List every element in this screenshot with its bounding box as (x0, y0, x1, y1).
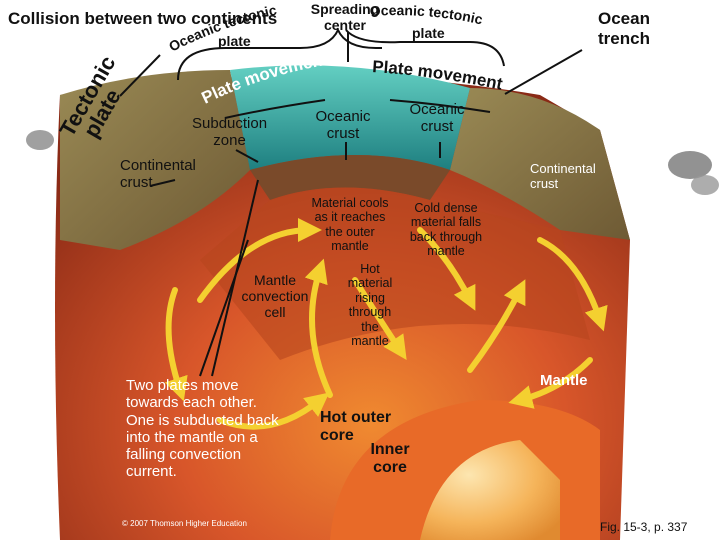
plate-movement-arrow-left (224, 99, 326, 119)
cold-dense-label: Cold dense material falls back through m… (409, 201, 483, 259)
continental-crust-right-label: Continental crust (530, 161, 596, 191)
bracket-left (177, 27, 382, 81)
hot-outer-core-label: Hot outer core (320, 409, 392, 445)
plate-movement-arrow-right (389, 99, 491, 113)
convection-arrows (164, 218, 608, 430)
tectonic-plate-pointer (119, 54, 161, 97)
continental-crust-pointer (149, 179, 176, 187)
bracket-lines (119, 27, 583, 377)
volcano-smoke-icon (668, 151, 712, 179)
oceanic-tectonic-plate-right-label-2: plate (412, 25, 445, 41)
continental-crust-right (450, 88, 630, 240)
oceanic-crust-left-label: Oceanic crust (315, 108, 371, 143)
ocean-trench-label: Ocean trench (598, 9, 650, 48)
subducting-plate (250, 155, 450, 200)
volcano-smoke-left-icon (26, 130, 54, 150)
arrow-right-up (467, 279, 526, 373)
volcano-smoke-icon-2 (691, 175, 719, 195)
continental-crust-left-label: Continental crust (120, 157, 196, 192)
inner-core-label: Inner core (370, 441, 410, 477)
arrow-left-cell (197, 218, 322, 303)
arrow-left-bottom (217, 392, 330, 430)
ocean-water (230, 65, 470, 170)
two-plates-pointer-2 (199, 239, 249, 377)
ocean-trench-pointer (504, 49, 583, 95)
main-title: Collision between two continents (8, 9, 278, 28)
mantle-convection-label: Mantle convection cell (241, 272, 309, 321)
continental-crust-left (60, 70, 250, 250)
arrow-right-down (508, 357, 593, 409)
spreading-center-label: Spreading center (310, 1, 380, 34)
copyright-label: © 2007 Thomson Higher Education (122, 519, 247, 528)
subduction-zone-label: Subduction zone (192, 115, 268, 150)
arrow-mid (352, 277, 407, 360)
oceanic-crust-right-label: Oceanic crust (409, 101, 465, 136)
arrow-left-down (164, 287, 188, 402)
hot-material-label: Hot material rising through the mantle (347, 262, 393, 348)
arrow-fall (417, 227, 476, 311)
mantle-label: Mantle (540, 372, 588, 389)
bracket-right (345, 29, 505, 67)
arrow-center-up (304, 258, 333, 398)
figure-reference: Fig. 15-3, p. 337 (600, 520, 688, 534)
oceanic-tectonic-plate-left-label-2: plate (218, 33, 251, 49)
arrow-right-top (537, 237, 608, 332)
inner-core (420, 440, 560, 540)
two-plates-label: Two plates move towards each other. One … (126, 377, 279, 481)
subduction-zone-pointer (235, 149, 259, 163)
plate-movement-arrows (224, 99, 491, 119)
material-cools-label: Material cools as it reaches the outer m… (311, 196, 389, 254)
